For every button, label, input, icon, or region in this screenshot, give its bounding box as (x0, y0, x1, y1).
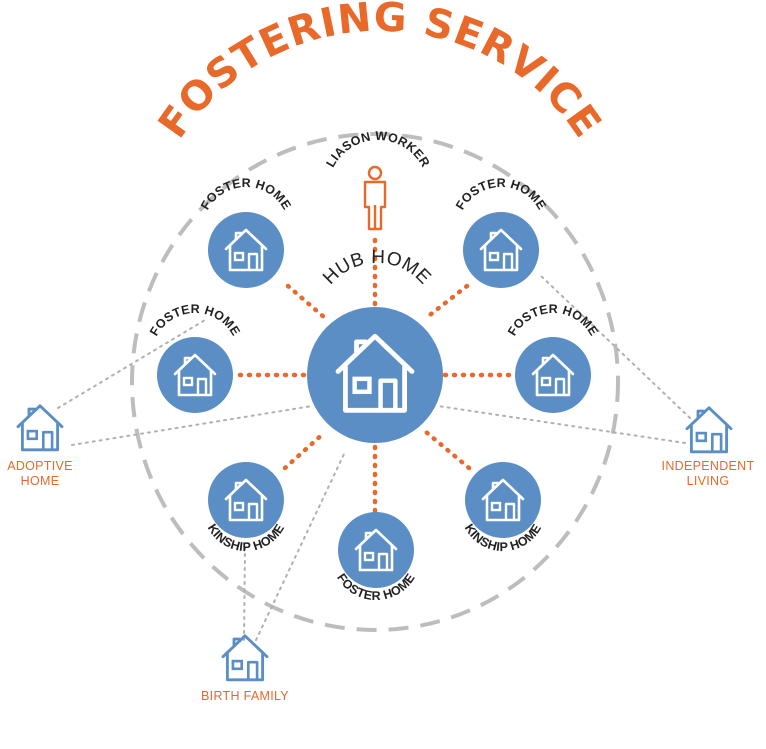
foster-home-top-left: FOSTER HOME (198, 176, 294, 288)
birth-family-label: BIRTH FAMILY (201, 689, 289, 703)
kinship-home-bottom-left: KINSHIP HOME (205, 462, 287, 554)
house-icon (16, 404, 64, 452)
house-icon (221, 634, 269, 682)
foster-home-label: FOSTER HOME (198, 176, 294, 212)
foster-home-label: FOSTER HOME (505, 302, 601, 338)
independent-living: INDEPENDENT LIVING (662, 406, 755, 488)
adoptive-home-label-line1: ADOPTIVE (7, 459, 73, 473)
foster-home-top-right: FOSTER HOME (453, 176, 549, 288)
birth-family: BIRTH FAMILY (201, 634, 289, 703)
outer-connectors (57, 274, 691, 641)
foster-home-label: FOSTER HOME (147, 302, 243, 338)
adoptive-home-label-line2: HOME (21, 474, 60, 488)
foster-home-label: FOSTER HOME (453, 176, 549, 212)
person-icon (363, 165, 387, 231)
adoptive-home: ADOPTIVE HOME (7, 404, 73, 488)
independent-living-label-line1: INDEPENDENT (662, 459, 755, 473)
diagram-title: FOSTERING SERVICE (150, 0, 610, 146)
service-boundary (130, 132, 620, 632)
hub-spokes (237, 237, 517, 515)
house-icon (685, 406, 733, 454)
kinship-home-bottom-right: KINSHIP HOME (462, 462, 544, 554)
foster-home-bottom-center: FOSTER HOME (334, 512, 418, 603)
hub-home-label: HUB HOME (319, 247, 435, 289)
liaison-worker: LIASON WORKER (323, 129, 432, 231)
foster-home-middle-right: FOSTER HOME (505, 302, 601, 413)
foster-home-middle-left: FOSTER HOME (147, 302, 243, 413)
independent-living-label-line2: LIVING (687, 474, 730, 488)
